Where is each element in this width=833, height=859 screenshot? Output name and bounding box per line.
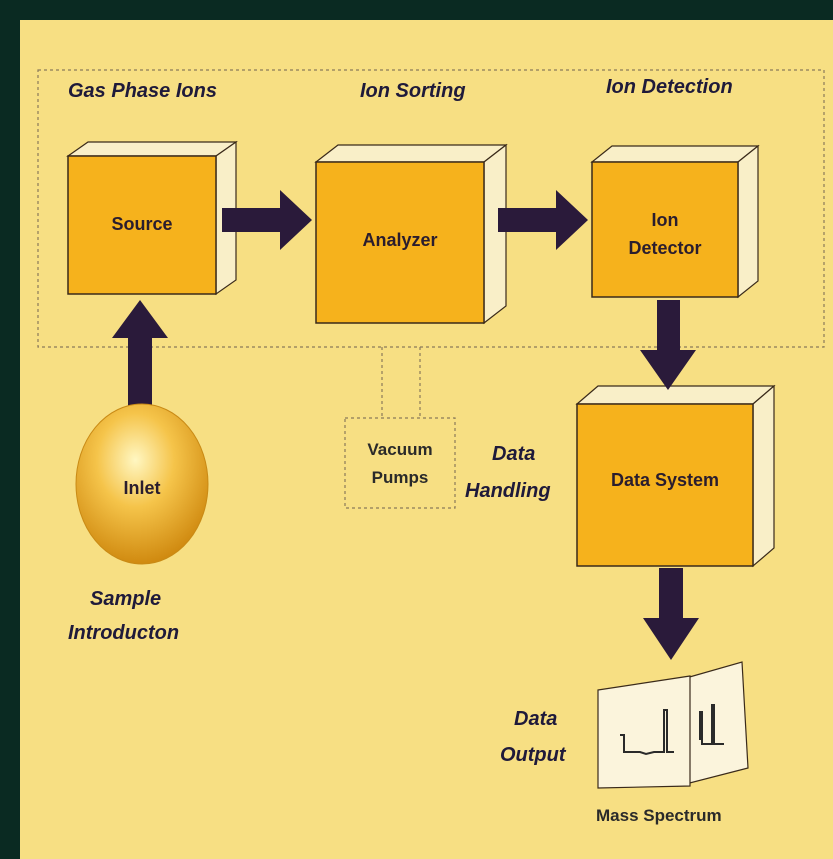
inlet-sphere [75, 403, 209, 565]
arrow-source-to-analyzer [222, 190, 312, 250]
data-system-box [575, 384, 776, 568]
inlet-label: Inlet [123, 478, 161, 498]
analyzer-label: Analyzer [362, 230, 438, 250]
vacuum-label-line2: Pumps [371, 468, 429, 487]
source-box [66, 140, 238, 296]
sample-introduction-label-line1: Sample [90, 588, 162, 610]
vacuum-label-line1: Vacuum [367, 440, 433, 459]
arrow-inlet-to-source [112, 300, 168, 410]
sample-introduction-label-line2: Introducton [68, 622, 180, 644]
ion-detector-box [590, 144, 760, 299]
vacuum-pumps-box [344, 417, 456, 509]
data-output-label-line2: Output [500, 744, 566, 766]
analyzer-box [314, 143, 508, 325]
mass-spectrum-label: Mass Spectrum [596, 806, 722, 825]
ion-detector-label-line2: Detector [628, 238, 702, 258]
data-handling-label-line2: Handling [465, 480, 551, 502]
arrow-data-system-to-output [643, 568, 699, 660]
mass-spectrum-icon [597, 661, 749, 789]
source-label: Source [111, 214, 173, 234]
ion-detector-label-line1: Ion [651, 210, 679, 230]
gas-phase-ions-label: Gas Phase Ions [68, 80, 217, 102]
arrow-analyzer-to-detector [498, 190, 588, 250]
arrow-detector-to-data-system [640, 300, 696, 390]
data-handling-label-line1: Data [492, 443, 536, 465]
ion-detection-label: Ion Detection [606, 76, 733, 98]
ion-region-dashed-box [37, 69, 825, 348]
data-output-label-line1: Data [514, 708, 558, 730]
data-system-label: Data System [610, 470, 720, 490]
ion-sorting-label: Ion Sorting [360, 80, 466, 102]
